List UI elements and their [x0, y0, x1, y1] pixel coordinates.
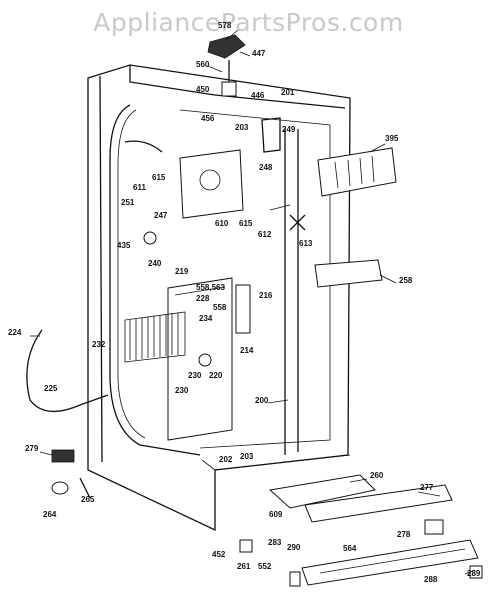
- part-label-452: 452: [212, 550, 226, 559]
- part-label-251: 251: [121, 198, 135, 207]
- watermark: AppliancePartsPros.com: [93, 8, 404, 37]
- cabinet-shell: [87, 64, 351, 532]
- toe-grille-288: [301, 539, 479, 586]
- part-label-558563: 558,563: [196, 283, 225, 292]
- part-label-278: 278: [397, 530, 411, 539]
- part-label-261: 261: [237, 562, 251, 571]
- part-label-395: 395: [385, 134, 399, 143]
- part-label-265: 265: [81, 495, 95, 504]
- part-435: [143, 231, 157, 245]
- part-278: [424, 519, 444, 535]
- part-label-248: 248: [259, 163, 273, 172]
- part-label-578: 578: [218, 21, 232, 30]
- part-label-277: 277: [420, 483, 434, 492]
- part-label-564: 564: [343, 544, 357, 553]
- part-label-228: 228: [196, 294, 210, 303]
- part-label-249: 249: [282, 125, 296, 134]
- part-label-202: 202: [219, 455, 233, 464]
- drain-pan-260: [268, 474, 377, 509]
- part-label-456: 456: [201, 114, 215, 123]
- part-label-201: 201: [281, 88, 295, 97]
- control-bracket: [179, 149, 244, 219]
- part-label-446: 446: [251, 91, 265, 100]
- part-261: [239, 539, 253, 553]
- part-label-219: 219: [175, 267, 189, 276]
- part-label-279: 279: [25, 444, 39, 453]
- part-label-224: 224: [8, 328, 22, 337]
- part-label-450: 450: [196, 85, 210, 94]
- duct-258: [314, 259, 383, 288]
- part-label-200: 200: [255, 396, 269, 405]
- part-label-615a: 615: [152, 173, 166, 182]
- part-label-289: 289: [467, 569, 481, 578]
- part-label-247: 247: [154, 211, 168, 220]
- part-label-552: 552: [258, 562, 272, 571]
- part-label-558: 558: [213, 303, 227, 312]
- part-label-203: 203: [235, 123, 249, 132]
- part-label-214: 214: [240, 346, 254, 355]
- part-label-232: 232: [92, 340, 106, 349]
- part-label-283: 283: [268, 538, 282, 547]
- part-label-447: 447: [252, 49, 266, 58]
- part-264: [51, 481, 69, 495]
- part-label-240: 240: [148, 259, 162, 268]
- part-220: [198, 353, 212, 367]
- part-label-611: 611: [133, 183, 146, 192]
- evaporator-coil: [124, 311, 186, 363]
- rail-277: [304, 484, 453, 523]
- part-labels: 578 447 560 450 446 201 456 203 249 395 611 615 248 2…: [8, 21, 481, 584]
- part-label-203b: 203: [240, 452, 254, 461]
- part-label-288: 288: [424, 575, 438, 584]
- part-label-615b: 615: [239, 219, 253, 228]
- part-label-260: 260: [370, 471, 384, 480]
- part-label-230b: 230: [175, 386, 189, 395]
- liner-edge: [109, 104, 201, 456]
- part-label-612: 612: [258, 230, 272, 239]
- part-label-613: 613: [299, 239, 313, 248]
- part-612: [269, 204, 291, 211]
- part-label-216: 216: [259, 291, 273, 300]
- part-label-609: 609: [269, 510, 283, 519]
- heater-tube: [26, 329, 109, 412]
- leader-lines: [30, 29, 476, 575]
- part-279: [51, 449, 75, 463]
- part-label-435: 435: [117, 241, 131, 250]
- tube-611: [124, 140, 163, 153]
- part-label-258: 258: [399, 276, 413, 285]
- part-label-264: 264: [43, 510, 57, 519]
- part-label-225: 225: [44, 384, 58, 393]
- part-label-230a: 230: [188, 371, 202, 380]
- part-290: [289, 571, 301, 587]
- part-label-290: 290: [287, 543, 301, 552]
- part-label-560: 560: [196, 60, 210, 69]
- part-label-610: 610: [215, 219, 229, 228]
- part-label-234: 234: [199, 314, 213, 323]
- top-cover-578: [207, 34, 246, 59]
- part-label-220: 220: [209, 371, 223, 380]
